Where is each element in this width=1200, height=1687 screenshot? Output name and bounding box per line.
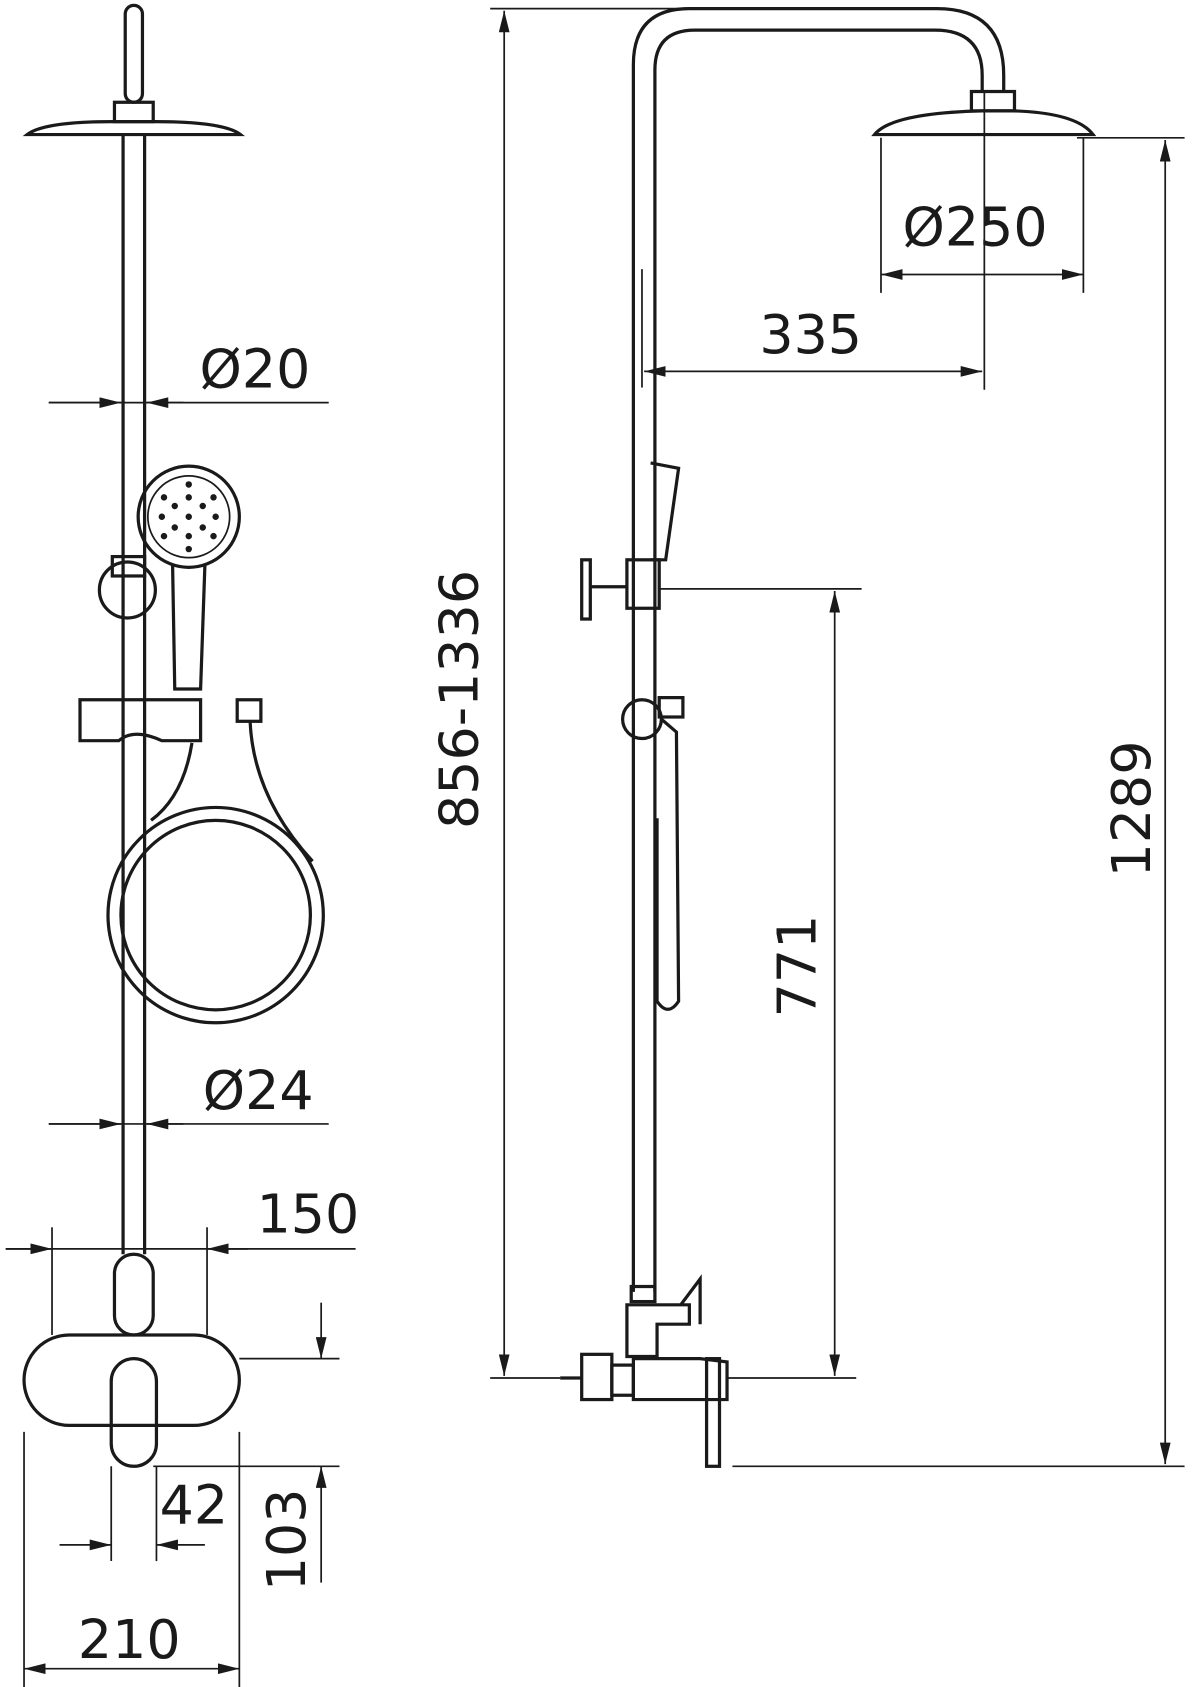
dim-overall-width: 210 [78, 1608, 181, 1671]
dim-rod-lower-diameter: Ø24 [203, 1059, 314, 1122]
side-slider [620, 696, 685, 1011]
slider [78, 698, 203, 743]
side-dimensions [490, 7, 1185, 1468]
dim-holder-height: 771 [765, 915, 828, 1018]
dim-adjustable-height: 856-1336 [427, 570, 490, 829]
side-mixer [560, 1274, 729, 1468]
dim-head-height: 1289 [1100, 740, 1163, 877]
front-view: Ø20 Ø24 150 42 103 210 [5, 3, 360, 1687]
wall-bracket [97, 554, 157, 620]
dim-handle-width: 42 [160, 1473, 228, 1536]
dim-rod-upper-diameter: Ø20 [200, 338, 311, 401]
shower-arm [631, 6, 1097, 1292]
side-hand-shower [580, 461, 681, 621]
dim-mixer-width: 150 [257, 1183, 360, 1246]
dim-mixer-height: 103 [255, 1488, 318, 1591]
hand-shower [136, 464, 241, 691]
overhead-shower-head [22, 3, 246, 137]
dim-arm-reach: 335 [759, 303, 862, 366]
hose [106, 698, 325, 1025]
shower-rod [121, 134, 147, 1255]
mixer-body [22, 1252, 241, 1468]
front-dimensions [5, 397, 356, 1687]
side-view: 856-1336 Ø250 335 771 1289 [427, 6, 1185, 1468]
dim-head-diameter: Ø250 [903, 195, 1048, 258]
